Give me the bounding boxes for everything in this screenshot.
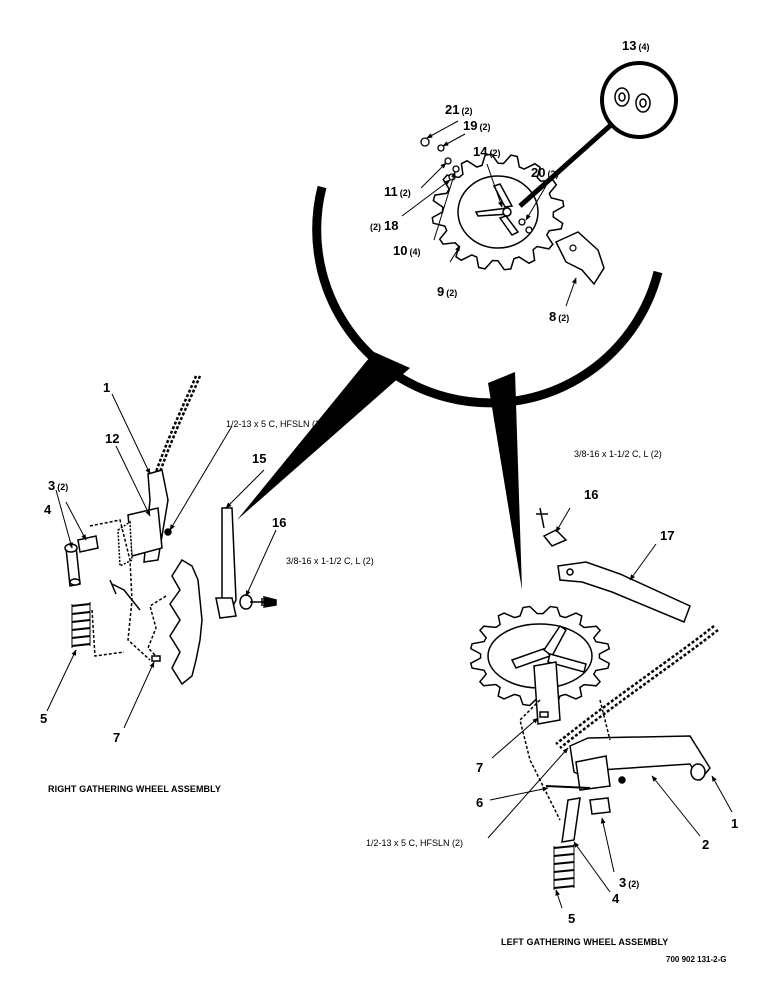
right-callout-5: 5 [40, 711, 48, 726]
callout-9: 9(2) [437, 284, 458, 299]
detail-pointer-right [237, 352, 410, 520]
left-bolt-spec: 1/2-13 x 5 C, HFSLN (2) [366, 838, 464, 848]
right-sprocket [169, 558, 203, 686]
right-callout-15: 15 [252, 451, 267, 466]
left-callout-5: 5 [568, 911, 576, 926]
callout-19: 19(2) [463, 118, 491, 133]
left-small-bolt-spec: 3/8-16 x 1-1/2 C, L (2) [574, 449, 662, 459]
right-bolt [109, 579, 141, 611]
left-callout-7: 7 [476, 760, 484, 775]
detail-hardware-stack [420, 137, 460, 181]
left-callout-17: 17 [660, 528, 675, 543]
detail-spider-14 [474, 183, 520, 236]
left-callout-3: 3(2) [619, 875, 640, 890]
right-callout-16: 16 [272, 515, 287, 530]
callout-10: 10(4) [393, 243, 421, 258]
right-small-bolt-spec: 3/8-16 x 1-1/2 C, L (2) [286, 556, 374, 566]
inset-pointer-13 [518, 122, 614, 208]
right-callout-7: 7 [113, 730, 121, 745]
detail-sprocket-9 [431, 153, 565, 271]
right-assembly-caption: RIGHT GATHERING WHEEL ASSEMBLY [48, 784, 222, 794]
left-callout-2: 2 [702, 837, 710, 852]
left-bushing-3 [589, 797, 611, 815]
callout-8: 8(2) [549, 309, 570, 324]
callout-20: 20(2) [531, 165, 559, 180]
left-spring-5 [553, 844, 575, 890]
detail-nut-20 [518, 218, 533, 234]
left-callout-6: 6 [476, 795, 484, 810]
right-callout-4: 4 [44, 502, 52, 517]
detail-view-arc [312, 185, 663, 408]
bushing-13 [614, 87, 651, 113]
detail-pointer-left [488, 372, 522, 590]
right-leaders [46, 393, 277, 729]
right-callout-12: 12 [105, 431, 120, 446]
callout-11: 11(2) [384, 184, 411, 199]
right-chain [154, 375, 202, 473]
callout-13: 13(4) [622, 38, 650, 53]
left-pivot-4 [561, 797, 581, 843]
right-arm-15 [221, 507, 237, 613]
left-callout-16: 16 [584, 487, 599, 502]
callout-18: (2)18 [370, 218, 399, 233]
left-assembly-caption: LEFT GATHERING WHEEL ASSEMBLY [501, 937, 669, 947]
left-leaders [487, 507, 733, 909]
detail-leaders [401, 120, 577, 307]
right-spring-5 [71, 602, 91, 648]
right-bushing-3 [77, 535, 99, 553]
left-callout-4: 4 [612, 891, 620, 906]
right-callout-1: 1 [103, 380, 111, 395]
callout-21: 21(2) [445, 102, 473, 117]
left-callout-1: 1 [731, 816, 739, 831]
left-assembly [469, 507, 719, 890]
document-number: 700 902 131-2-G [666, 955, 727, 964]
left-bracket-16 [542, 529, 568, 547]
right-callout-3: 3(2) [48, 478, 69, 493]
left-arm-17 [557, 561, 691, 623]
callout-14: 14(2) [473, 144, 501, 159]
right-bolt-spec: 1/2-13 x 5 C, HFSLN (2) [226, 419, 324, 429]
right-block-12 [127, 507, 163, 557]
inset-circle-13 [600, 61, 678, 139]
detail-bracket-8 [554, 231, 605, 286]
right-frame [89, 519, 151, 661]
